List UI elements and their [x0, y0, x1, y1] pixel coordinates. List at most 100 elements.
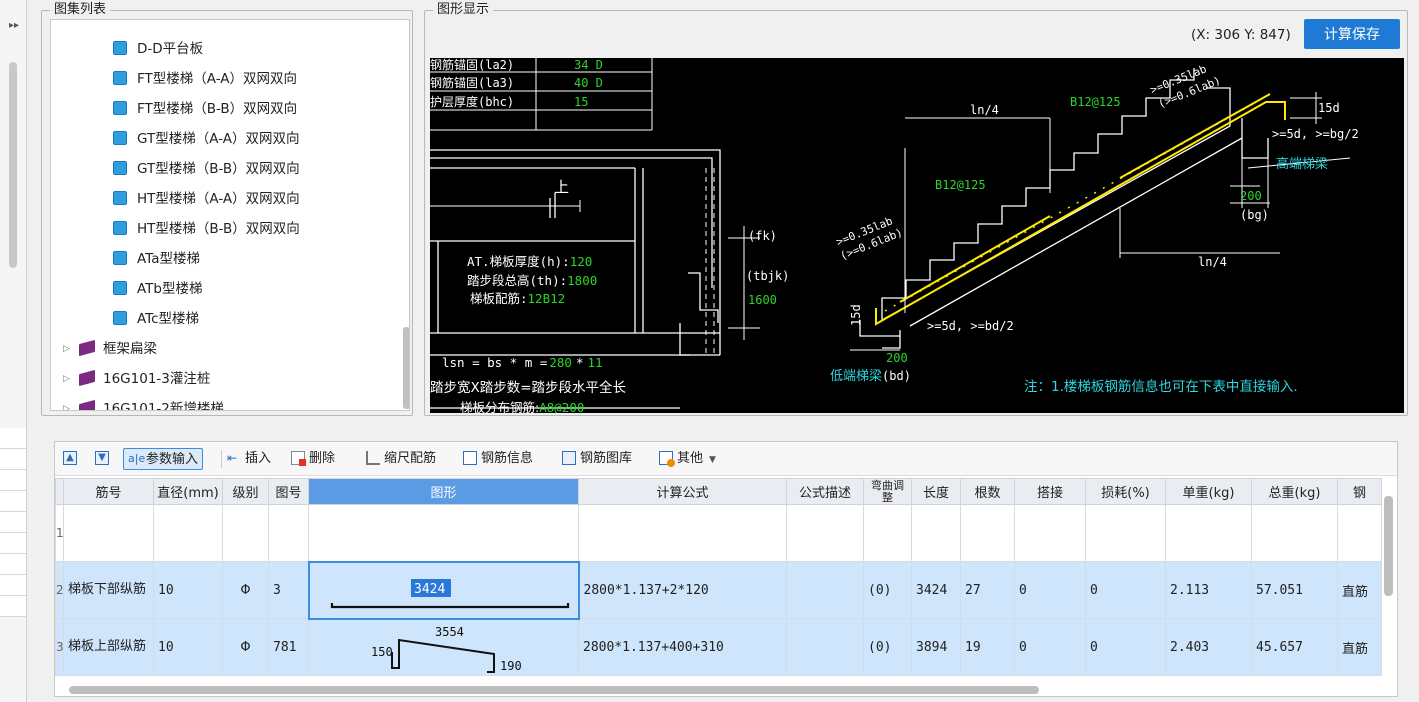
- col-header[interactable]: 钢: [1337, 478, 1382, 505]
- fk-label: (fk): [748, 229, 777, 243]
- beam-200-left: 200: [886, 351, 908, 365]
- col-header[interactable]: 根数: [960, 478, 1015, 505]
- tree-item[interactable]: HT型楼梯（B-B）双网双向: [113, 214, 300, 244]
- tree-item[interactable]: HT型楼梯（A-A）双网双向: [113, 184, 300, 214]
- tree-group-item[interactable]: ▷框架扁梁: [63, 334, 157, 364]
- other-icon: [659, 450, 675, 467]
- document-icon: [113, 41, 127, 55]
- shape-left-length: 150: [371, 645, 393, 659]
- insert-icon: ⇤: [227, 450, 238, 465]
- shape-top-length: 3554: [435, 625, 464, 639]
- move-up-button[interactable]: ▲: [63, 448, 81, 470]
- table-row[interactable]: 2 梯板下部纵筋 10 Φ 3 3424 2800*1.137+2*120 (0…: [55, 560, 1382, 620]
- expand-chevron-icon[interactable]: ▸▸: [9, 20, 20, 31]
- left-anchor-label: >=5d, >=bd/2: [927, 319, 1014, 333]
- rebar-name-cell[interactable]: 梯板上部纵筋: [63, 618, 154, 676]
- rebar-toolbar: ▲ ▼ a|e参数输入 ⇤插入 删除 缩尺配筋 钢筋信息 钢筋图库 其他▼: [55, 442, 1397, 476]
- col-header[interactable]: 搭接: [1014, 478, 1086, 505]
- up-arrow-label: 上: [554, 178, 569, 196]
- 15d-right-label: 15d: [1318, 101, 1340, 115]
- param-input-button[interactable]: a|e参数输入: [123, 448, 204, 470]
- rebar-name-cell[interactable]: 梯板下部纵筋: [63, 561, 154, 619]
- document-icon: [113, 281, 127, 295]
- distribution-rebar-label: 梯板分布钢筋:A8@200: [460, 400, 584, 413]
- table-row[interactable]: 3 梯板上部纵筋 10 Φ 781 150 3554 190 2800*1.13…: [55, 618, 1382, 676]
- beam-200-right: 200: [1240, 189, 1262, 203]
- shape-length-input[interactable]: 3424: [414, 582, 445, 597]
- tbjk-value: 1600: [748, 293, 777, 307]
- rebar-label: 梯板配筋:12B12: [470, 291, 565, 306]
- drawing-display-title: 图形显示: [433, 2, 494, 18]
- left-row-list: [0, 428, 26, 617]
- delete-icon: [291, 450, 306, 466]
- tree-item[interactable]: ATa型楼梯: [113, 244, 200, 274]
- document-icon: [113, 221, 127, 235]
- document-icon: [113, 161, 127, 175]
- col-header[interactable]: 图号: [268, 478, 309, 505]
- tree-scrollbar[interactable]: [403, 327, 409, 409]
- col-header[interactable]: 损耗(%): [1085, 478, 1166, 505]
- 15d-left-label: 15d: [849, 304, 863, 326]
- tree-item[interactable]: D-D平台板: [113, 34, 203, 64]
- col-header[interactable]: 总重(kg): [1251, 478, 1338, 505]
- table-row[interactable]: 1: [55, 504, 1382, 562]
- col-header[interactable]: 长度: [911, 478, 961, 505]
- book-icon: [79, 369, 95, 387]
- delete-button[interactable]: 删除: [291, 448, 335, 470]
- right-anchor-label: >=5d, >=bg/2: [1272, 127, 1359, 141]
- tree-group-item[interactable]: ▷16G101-2新增楼梯: [63, 394, 224, 411]
- grade-symbol[interactable]: Φ: [222, 561, 269, 619]
- coordinate-readout: (X: 306 Y: 847): [1191, 27, 1291, 43]
- expand-triangle-icon[interactable]: ▷: [63, 374, 70, 384]
- param-value: 40 D: [574, 76, 603, 90]
- atlas-tree: D-D平台板 FT型楼梯（A-A）双网双向 FT型楼梯（B-B）双网双向 GT型…: [50, 19, 410, 411]
- col-header-shape[interactable]: 图形: [308, 478, 579, 505]
- calculate-save-button[interactable]: 计算保存: [1304, 19, 1400, 49]
- tree-item[interactable]: GT型楼梯（A-A）双网双向: [113, 124, 299, 154]
- col-header[interactable]: 弯曲调整: [863, 478, 912, 505]
- b12-top-label: B12@125: [1070, 95, 1121, 109]
- rebar-library-button[interactable]: 钢筋图库: [562, 448, 632, 470]
- expand-triangle-icon[interactable]: ▷: [63, 344, 70, 354]
- shape-right-length: 190: [500, 659, 522, 673]
- shape-cell[interactable]: 150 3554 190: [308, 618, 579, 676]
- step-formula: 踏步宽X踏步数=踏步段水平全长: [430, 379, 627, 396]
- tree-item[interactable]: ATb型楼梯: [113, 274, 203, 304]
- scale-rebar-button[interactable]: 缩尺配筋: [366, 448, 436, 470]
- col-header[interactable]: 公式描述: [786, 478, 864, 505]
- col-header: [55, 478, 64, 505]
- col-header[interactable]: 单重(kg): [1165, 478, 1252, 505]
- move-down-button[interactable]: ▼: [95, 448, 113, 470]
- left-scrollbar[interactable]: [9, 62, 17, 268]
- chevron-down-icon: ▼: [709, 455, 716, 465]
- tree-item[interactable]: FT型楼梯（B-B）双网双向: [113, 94, 297, 124]
- thickness-label: AT.梯板厚度(h):120: [467, 254, 592, 269]
- book-icon: [79, 399, 95, 410]
- expand-triangle-icon[interactable]: ▷: [63, 404, 70, 411]
- atlas-list-group: 图集列表 D-D平台板 FT型楼梯（A-A）双网双向 FT型楼梯（B-B）双网双…: [41, 2, 413, 416]
- grade-symbol[interactable]: Φ: [222, 618, 269, 676]
- col-header[interactable]: 计算公式: [578, 478, 787, 505]
- tree-item[interactable]: FT型楼梯（A-A）双网双向: [113, 64, 297, 94]
- document-icon: [113, 101, 127, 115]
- col-header[interactable]: 直径(mm): [153, 478, 223, 505]
- shape-cell[interactable]: 3424: [307, 560, 580, 620]
- left-collapsed-panel: ▸▸: [0, 0, 27, 702]
- col-header[interactable]: 级别: [222, 478, 269, 505]
- tree-group-item[interactable]: ▷16G101-3灌注桩: [63, 364, 210, 394]
- col-header[interactable]: 筋号: [63, 478, 154, 505]
- atlas-list-title: 图集列表: [50, 2, 111, 18]
- other-dropdown-button[interactable]: 其他▼: [659, 448, 716, 470]
- bent-bar-shape: 150 3554 190: [371, 625, 522, 673]
- rebar-info-button[interactable]: 钢筋信息: [463, 448, 533, 470]
- height-label: 踏步段总高(th):1800: [467, 273, 597, 288]
- insert-button[interactable]: ⇤插入: [227, 450, 272, 467]
- param-label: 钢筋锚固(la2): [430, 58, 514, 72]
- table-vertical-scrollbar[interactable]: [1384, 496, 1393, 596]
- tree-item[interactable]: GT型楼梯（B-B）双网双向: [113, 154, 300, 184]
- document-icon: [113, 311, 127, 325]
- document-icon: [113, 191, 127, 205]
- document-icon: [113, 71, 127, 85]
- table-horizontal-scrollbar[interactable]: [69, 686, 1039, 694]
- tree-item[interactable]: ATc型楼梯: [113, 304, 199, 334]
